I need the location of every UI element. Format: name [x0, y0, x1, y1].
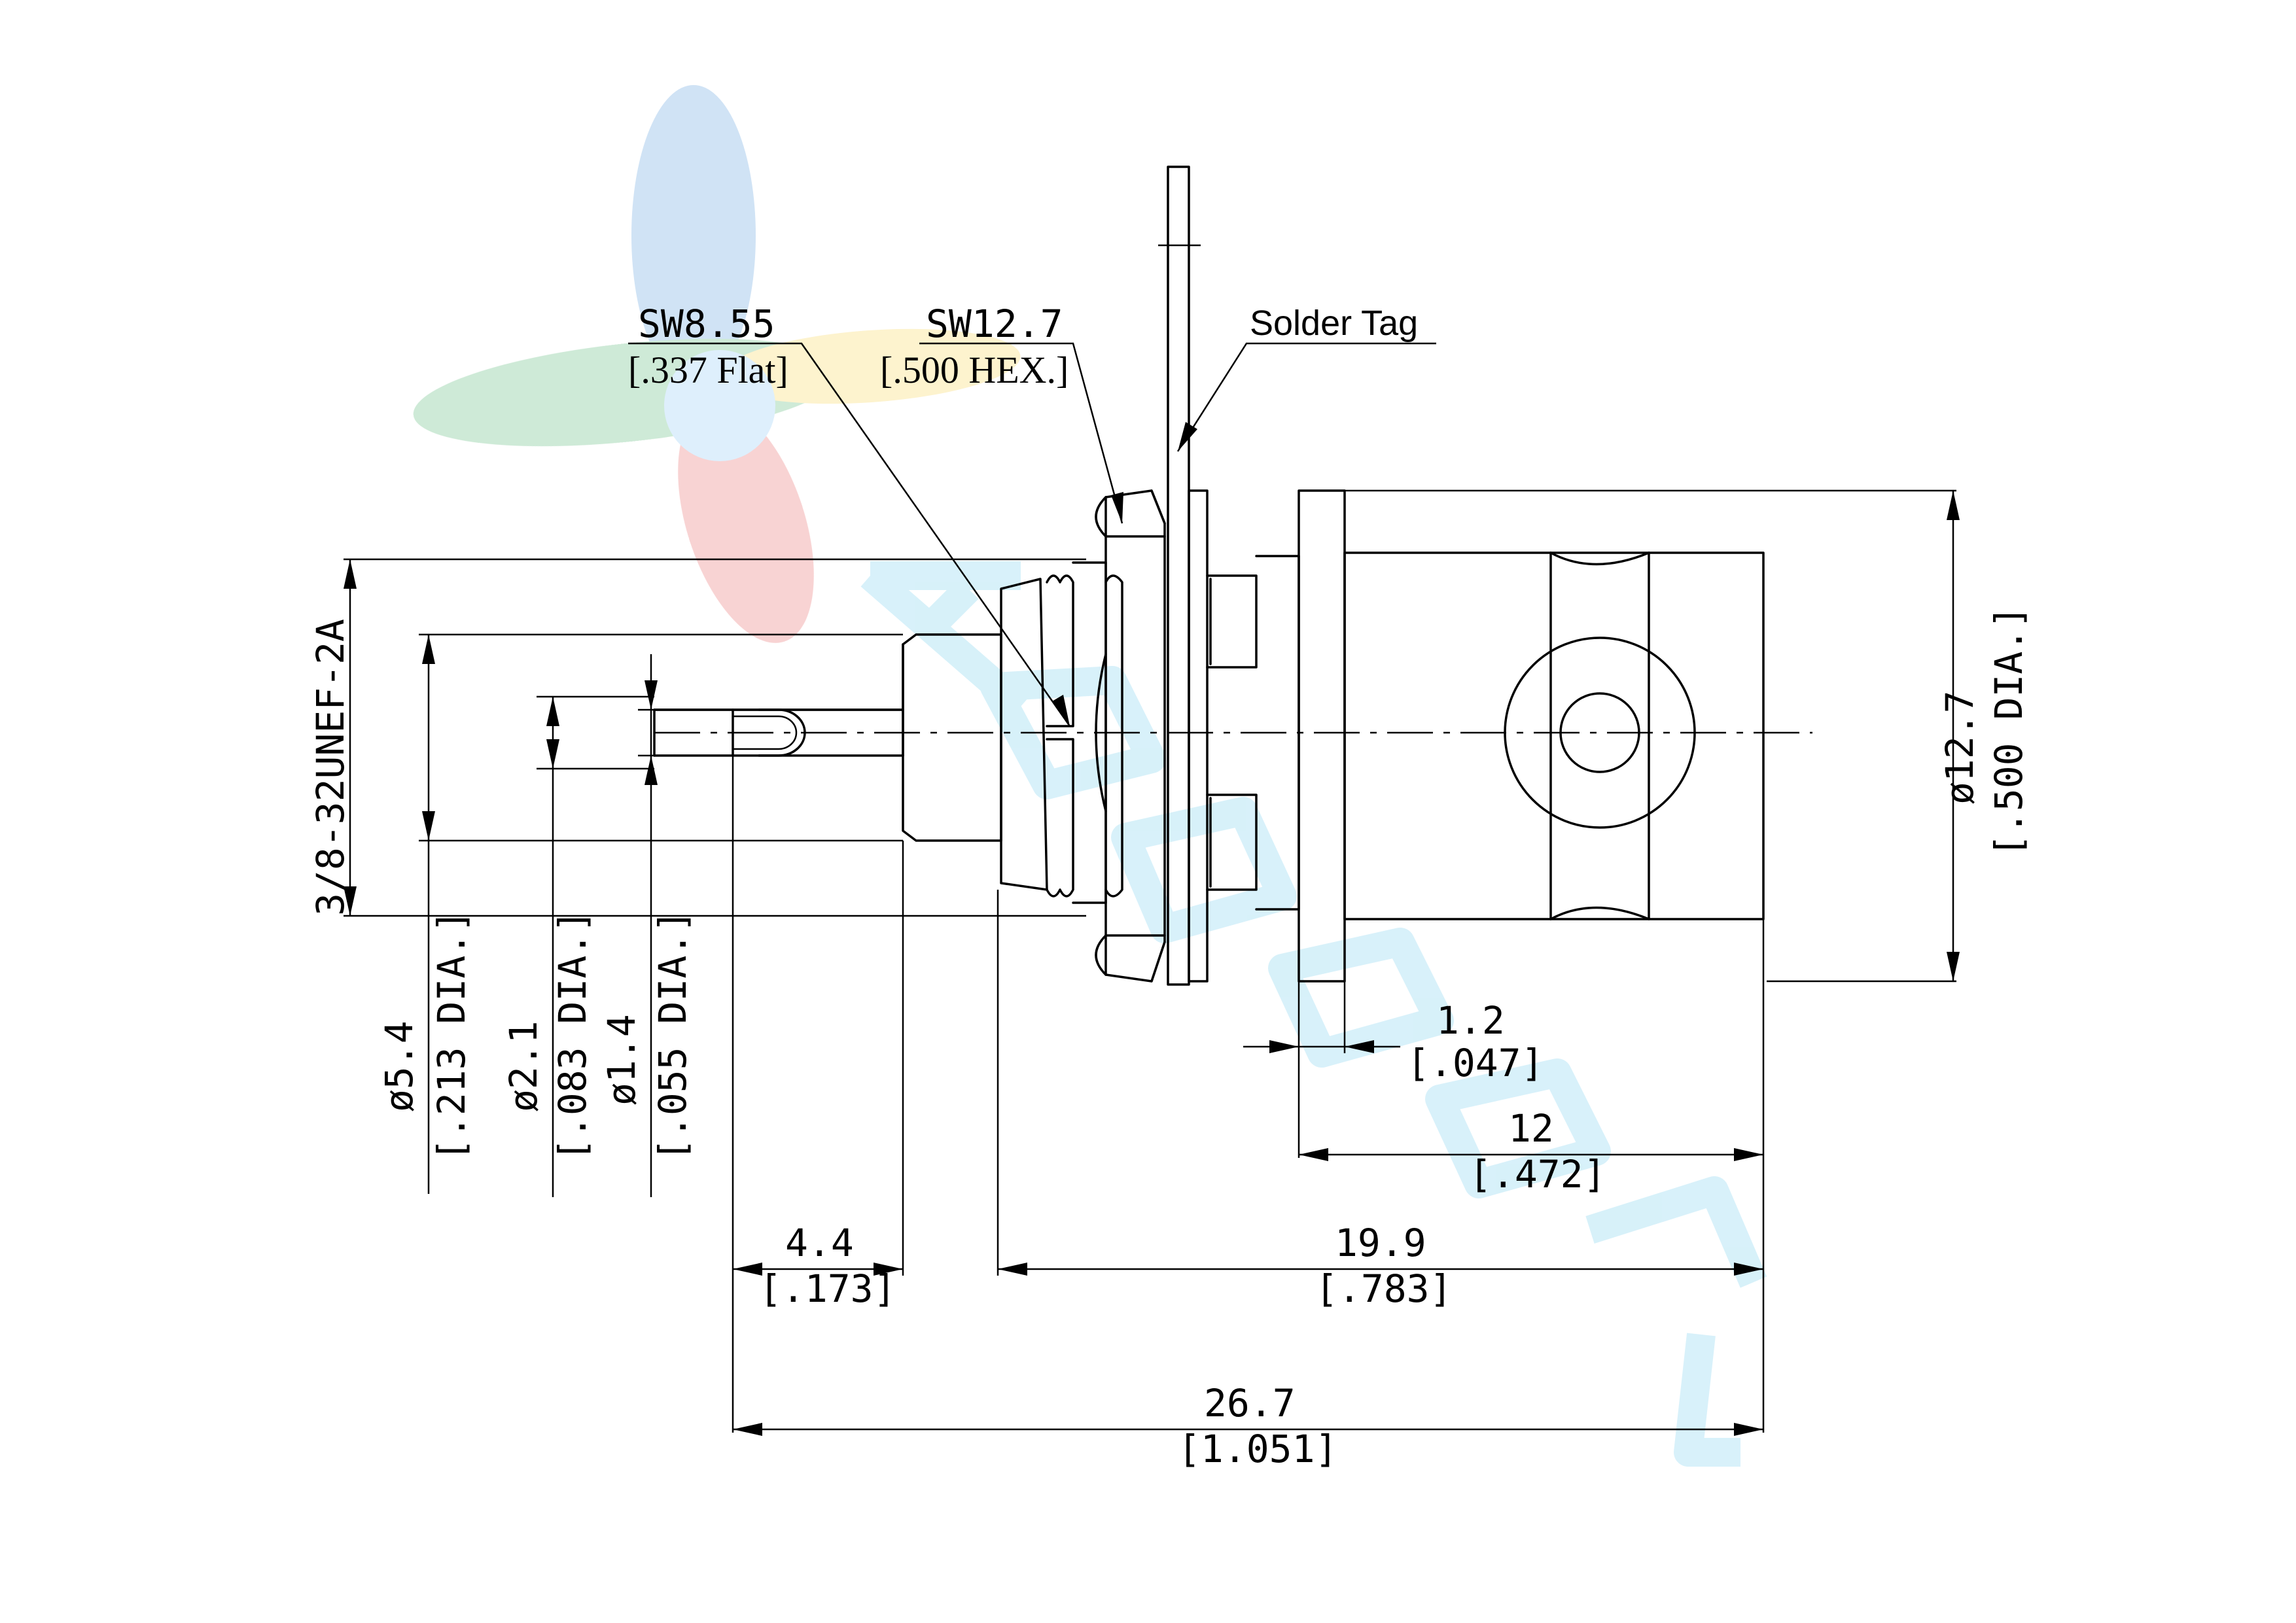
- dimension-labels: SW8.55 [.337 Flat] SW12.7 [.500 HEX.] So…: [308, 302, 2031, 1471]
- watermark-text: [860, 561, 1767, 1467]
- label-sw-large-sub: [.500 HEX.]: [880, 349, 1069, 391]
- label-len-1-2-sub: [.047]: [1407, 1041, 1544, 1085]
- label-len-26-7-sub: [1.051]: [1178, 1427, 1337, 1471]
- threaded-section: [1000, 561, 1123, 904]
- label-thread: 3/8-32UNEF-2A: [308, 619, 353, 916]
- label-d-5-4-sub: [.213 DIA.]: [429, 910, 474, 1161]
- label-len-19-9: 19.9: [1335, 1221, 1426, 1265]
- label-sw-small-sub: [.337 Flat]: [628, 349, 788, 391]
- label-od-main: ø12.7: [1937, 690, 1982, 805]
- label-len-19-9-sub: [.783]: [1315, 1266, 1453, 1311]
- label-len-12: 12: [1508, 1106, 1554, 1151]
- label-len-1-2: 1.2: [1436, 998, 1505, 1043]
- label-len-4-4-sub: [.173]: [759, 1266, 896, 1311]
- label-d-2-1-sub: [.083 DIA.]: [550, 910, 595, 1161]
- label-d-1-4-sub: [.055 DIA.]: [650, 910, 695, 1161]
- pin-body: [653, 633, 1002, 842]
- label-sw-large: SW12.7: [926, 302, 1063, 346]
- solder-tag: [1158, 166, 1209, 986]
- dimension-lines: [344, 491, 1960, 1436]
- hex-nut: [1095, 489, 1166, 983]
- label-len-26-7: 26.7: [1204, 1381, 1296, 1425]
- label-d-5-4: ø5.4: [377, 1021, 421, 1112]
- label-d-1-4: ø1.4: [599, 1014, 644, 1106]
- extension-lines: [344, 489, 1956, 1433]
- leader-lines: [628, 342, 1436, 727]
- solder-pin: [653, 708, 806, 757]
- label-solder-tag: Solder Tag: [1250, 304, 1418, 343]
- label-len-12-sub: [.472]: [1469, 1152, 1606, 1196]
- label-od-main-sub: [.500 DIA.]: [1987, 606, 2031, 857]
- watermark-logo: [413, 85, 1021, 643]
- label-len-4-4: 4.4: [785, 1221, 854, 1265]
- rear-body: [1298, 489, 1765, 983]
- label-d-2-1: ø2.1: [501, 1021, 546, 1112]
- label-sw-small: SW8.55: [638, 302, 775, 346]
